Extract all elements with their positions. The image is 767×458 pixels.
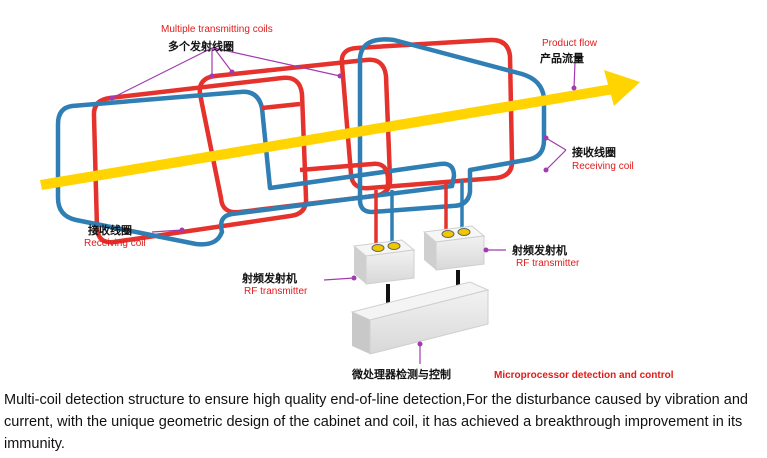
transmitting-coil-3 bbox=[339, 37, 515, 191]
receiving-coils bbox=[55, 37, 547, 247]
label-rf-right-cn: 射频发射机 bbox=[511, 243, 567, 257]
coil-leads bbox=[374, 180, 464, 246]
label-rf-left-en: RF transmitter bbox=[244, 286, 308, 297]
caption-text: Multi-coil detection structure to ensure… bbox=[4, 392, 748, 452]
label-receiving-left-en: Receiving coil bbox=[84, 238, 146, 249]
label-product-flow-cn: 产品流量 bbox=[540, 51, 584, 65]
coil-detection-diagram: Multiple transmitting coils 多个发射线圈 Produ… bbox=[40, 24, 674, 381]
label-product-flow-en: Product flow bbox=[542, 38, 598, 49]
label-multiple-coils-cn: 多个发射线圈 bbox=[168, 39, 234, 53]
receiving-coil-left bbox=[55, 89, 457, 247]
label-receiving-right-en: Receiving coil bbox=[572, 161, 634, 172]
rf-transmitter-left-box bbox=[352, 239, 416, 285]
label-microprocessor-en: Microprocessor detection and control bbox=[494, 370, 674, 381]
microprocessor-cabinet bbox=[350, 281, 490, 355]
receiving-coil-right bbox=[357, 37, 547, 215]
leader-dots bbox=[109, 69, 577, 347]
rf-transmitter-right-box bbox=[422, 225, 486, 271]
product-flow-arrow bbox=[40, 70, 640, 190]
transmitting-coil-front bbox=[261, 101, 391, 188]
label-rf-left-cn: 射频发射机 bbox=[241, 271, 297, 285]
transmitting-coil-1 bbox=[91, 75, 309, 245]
label-microprocessor-cn: 微处理器检测与控制 bbox=[351, 367, 451, 381]
label-multiple-coils-en: Multiple transmitting coils bbox=[161, 24, 273, 35]
label-rf-right-en: RF transmitter bbox=[516, 258, 580, 269]
label-receiving-right-cn: 接收线圈 bbox=[572, 145, 616, 159]
label-receiving-left-cn: 接收线圈 bbox=[88, 223, 132, 237]
leader-lines bbox=[111, 47, 576, 364]
